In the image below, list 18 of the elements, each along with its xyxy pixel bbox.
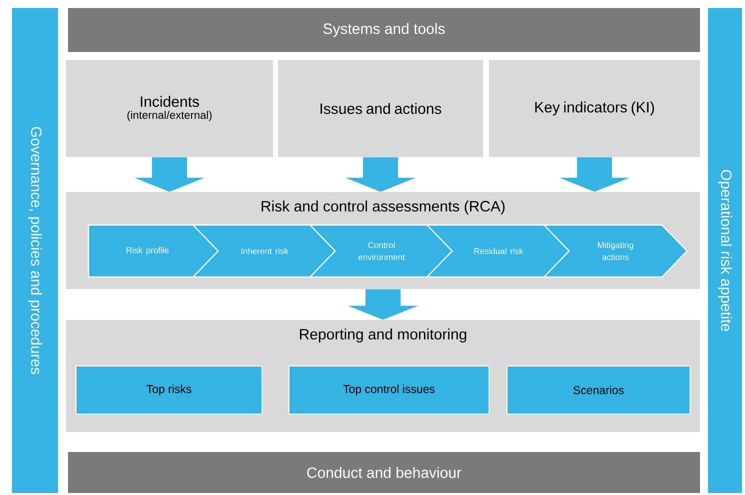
process-step: Mitigating actions bbox=[542, 224, 688, 278]
process-step: Control environment bbox=[308, 224, 454, 278]
side-band: Governance, policies and procedures bbox=[12, 8, 58, 493]
output-box: Scenarios bbox=[506, 366, 690, 414]
header-band: Conduct and behaviour bbox=[68, 452, 700, 493]
block-arrow bbox=[348, 289, 418, 320]
side-band: Operational risk appetite bbox=[708, 8, 742, 493]
block-arrow bbox=[134, 157, 204, 192]
input-box: Key indicators (KI) bbox=[489, 60, 700, 157]
process-step: Inherent risk bbox=[192, 224, 337, 278]
header-band: Systems and tools bbox=[68, 8, 700, 52]
input-box: Incidents (internal/external) bbox=[66, 60, 273, 157]
block-arrow bbox=[346, 157, 416, 192]
input-box: Issues and actions bbox=[278, 60, 483, 157]
output-box: Top control issues bbox=[288, 366, 490, 414]
process-step: Residual risk bbox=[426, 224, 571, 278]
block-arrow bbox=[560, 157, 630, 192]
output-box: Top risks bbox=[76, 366, 262, 414]
